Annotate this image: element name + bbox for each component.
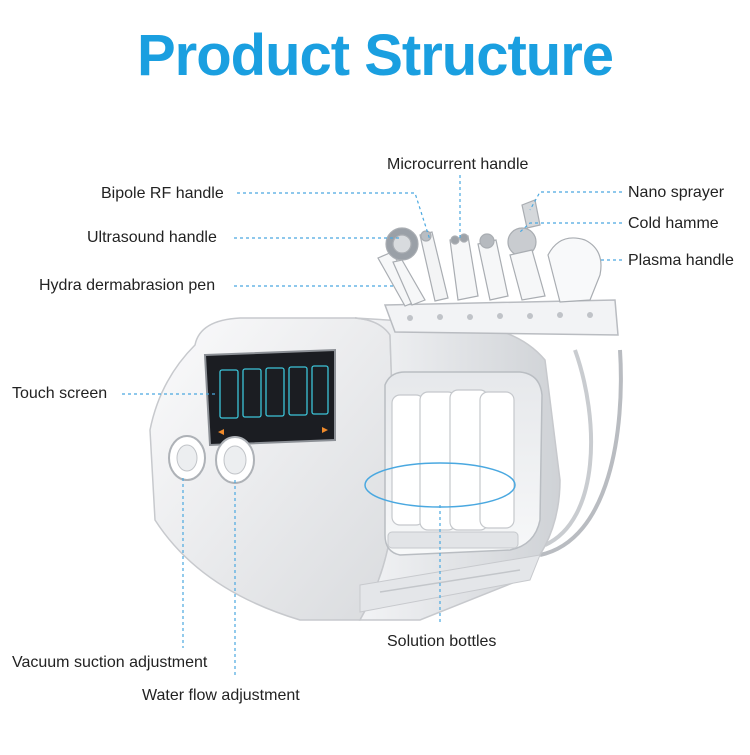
- cable: [544, 349, 593, 547]
- label-touch-screen: Touch screen: [12, 385, 108, 402]
- label-plasma-handle: Plasma handle: [628, 252, 734, 269]
- page-title: Product Structure: [136, 23, 614, 88]
- label-nano-sprayer: Nano sprayer: [628, 184, 725, 201]
- label-hydra-dermabrasion-pen: Hydra dermabrasion pen: [39, 277, 216, 294]
- leader-lines: [122, 175, 622, 678]
- label-solution-bottles: Solution bottles: [387, 633, 497, 650]
- label-microcurrent-handle: Microcurrent handle: [387, 156, 529, 173]
- label-cold-hammer: Cold hamme: [628, 215, 719, 232]
- label-ultrasound-handle: Ultrasound handle: [87, 229, 217, 246]
- knobs: [168, 435, 255, 484]
- touch-screen: [203, 348, 336, 447]
- handles: [377, 199, 602, 307]
- label-water-flow-adjustment: Water flow adjustment: [142, 687, 300, 704]
- handle-rack: [383, 299, 619, 336]
- cable: [539, 349, 623, 557]
- label-vacuum-suction-adjustment: Vacuum suction adjustment: [12, 654, 208, 671]
- label-bipole-rf-handle: Bipole RF handle: [101, 185, 224, 202]
